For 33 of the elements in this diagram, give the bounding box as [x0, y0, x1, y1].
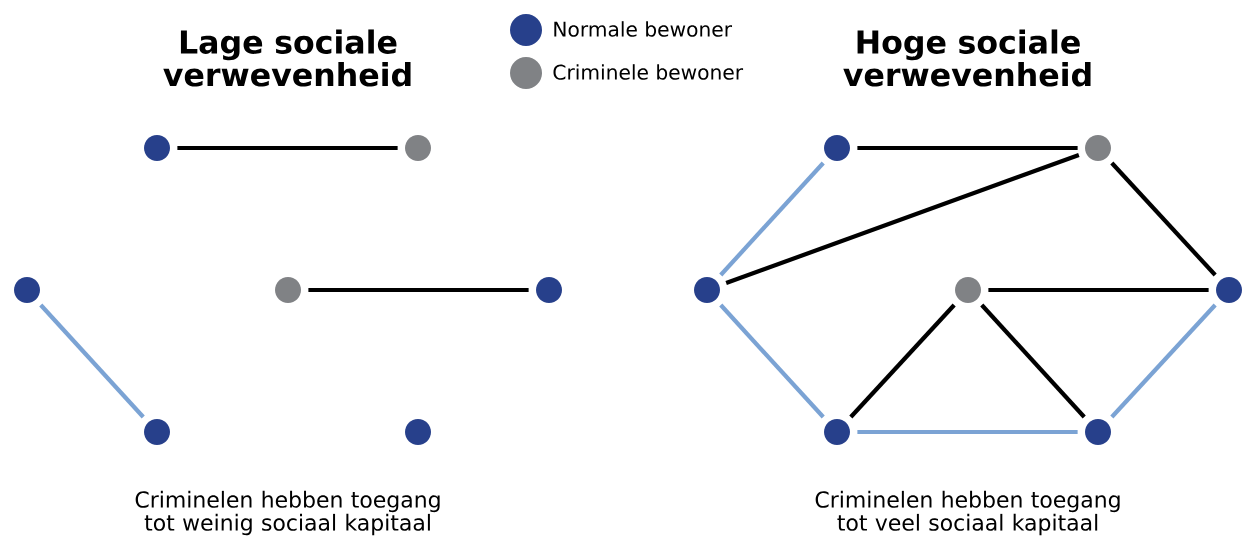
resident-dot — [824, 419, 850, 445]
panel-title: Hoge sociale verwevenheid — [843, 29, 1091, 87]
resident-dot — [955, 277, 981, 303]
connection-line — [725, 152, 1080, 286]
resident-dot — [405, 135, 431, 161]
connection-line — [849, 303, 956, 419]
connection-line — [39, 303, 145, 419]
caption: Criminelen hebben toegang tot weinig sociaal kapitaal — [135, 490, 440, 536]
connection-line — [980, 303, 1086, 419]
connection-line — [719, 161, 825, 277]
resident-dot — [824, 135, 850, 161]
resident-dot — [694, 277, 720, 303]
connection-line — [308, 287, 529, 293]
connection-line — [988, 287, 1209, 293]
connection-line — [177, 145, 398, 151]
connection-line — [1110, 303, 1217, 419]
caption: Criminelen hebben toegang tot veel sociaal kapitaal — [815, 490, 1120, 536]
connection-line — [719, 303, 825, 419]
connection-line — [1110, 161, 1217, 277]
resident-dot — [1085, 419, 1111, 445]
resident-dot — [144, 419, 170, 445]
connection-line — [857, 145, 1078, 151]
resident-dot — [536, 277, 562, 303]
legend-label: Criminele bewoner — [553, 64, 744, 80]
connection-line — [857, 429, 1078, 435]
resident-dot — [405, 419, 431, 445]
resident-dot — [144, 135, 170, 161]
panel-title: Lage sociale verwevenheid — [163, 29, 411, 87]
resident-dot — [1085, 135, 1111, 161]
legend-label: Normale bewoner — [554, 21, 732, 37]
resident-dot — [1216, 277, 1242, 303]
resident-dot — [14, 277, 40, 303]
resident-dot — [275, 277, 301, 303]
